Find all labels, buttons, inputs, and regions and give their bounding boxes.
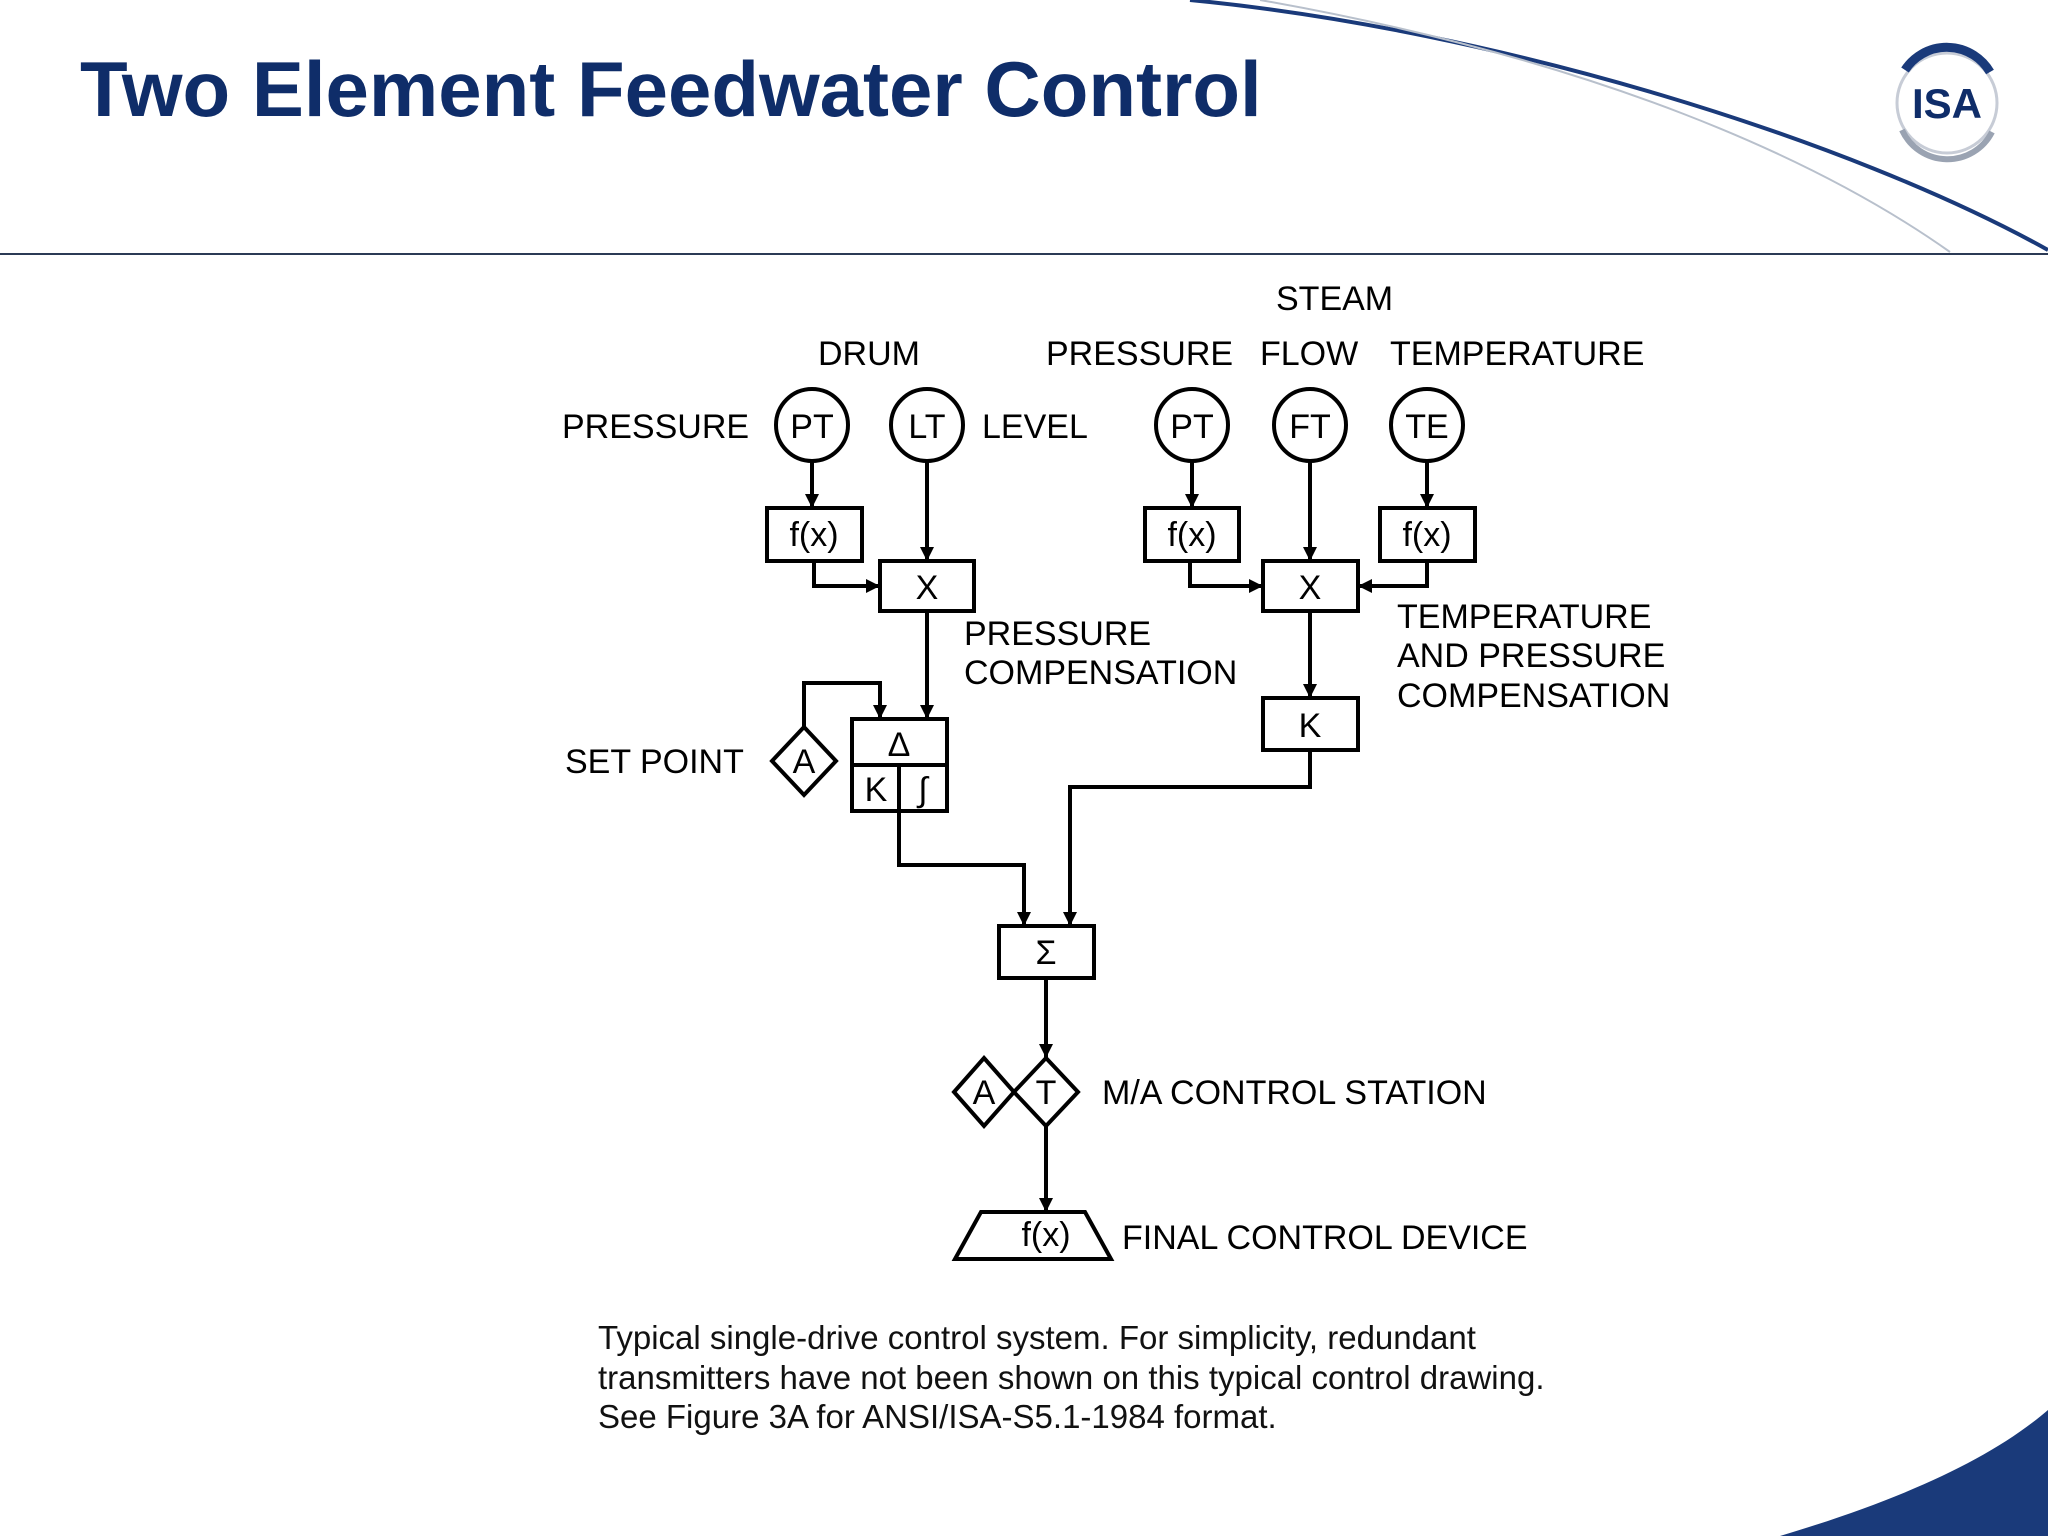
footer-swoosh	[1780, 1410, 2048, 1536]
pi-controller-block: Δ K ∫	[850, 717, 949, 813]
header-drum: DRUM	[818, 335, 920, 373]
label-drum-pressure: PRESSURE	[562, 408, 749, 446]
signal-lines	[802, 461, 1434, 1212]
setpoint-auto-station: A	[769, 724, 839, 798]
pid-delta-label: Δ	[888, 726, 911, 764]
label-temp-compensation-1: TEMPERATURE	[1397, 598, 1651, 636]
slide-caption: Typical single-drive control system. For…	[598, 1318, 1798, 1437]
drum-pressure-function-block: f(x)	[765, 506, 864, 563]
line-drum-fx-to-mult	[812, 561, 880, 593]
drum-pt-tag: PT	[790, 408, 833, 446]
caption-line-2: transmitters have not been shown on this…	[598, 1358, 1545, 1396]
ma-t-label: T	[1036, 1074, 1057, 1112]
steam-pressure-function-block: f(x)	[1143, 506, 1241, 563]
isa-logo: ISA	[1895, 42, 1999, 163]
pid-k-label: K	[865, 771, 888, 809]
label-drum-level: LEVEL	[982, 408, 1088, 446]
drum-lt-tag: LT	[908, 408, 945, 446]
ma-a-label: A	[973, 1074, 996, 1112]
steam-fx-t-label: f(x)	[1402, 516, 1451, 554]
caption-line-3: See Figure 3A for ANSI/ISA-S5.1-1984 for…	[598, 1398, 1277, 1435]
caption-line-1: Typical single-drive control system. For…	[598, 1319, 1476, 1356]
header-steam-pressure: PRESSURE	[1046, 335, 1233, 373]
summer-block: Σ	[997, 924, 1096, 980]
final-fx-label: f(x)	[1021, 1216, 1070, 1254]
steam-fx-p-label: f(x)	[1167, 516, 1216, 554]
header-steam: STEAM	[1276, 280, 1393, 318]
header-swoosh-thick	[1189, 0, 2048, 252]
slide-title: Two Element Feedwater Control	[80, 45, 1262, 133]
drum-mult-label: X	[916, 569, 939, 607]
steam-mult-label: X	[1299, 569, 1322, 607]
steam-pt-tag: PT	[1170, 408, 1213, 446]
line-steam-fxt-to-mult	[1358, 561, 1429, 593]
setpoint-a-label: A	[793, 743, 816, 781]
drum-fx-label: f(x)	[789, 516, 838, 554]
pid-integral-label: ∫	[916, 771, 929, 809]
isa-logo-text: ISA	[1912, 80, 1982, 127]
label-pressure-compensation-2: COMPENSATION	[964, 654, 1237, 692]
header-steam-temperature: TEMPERATURE	[1390, 335, 1644, 373]
steam-multiplier-block: X	[1261, 559, 1360, 613]
label-temp-compensation-2: AND PRESSURE	[1397, 637, 1665, 675]
line-pi-to-summer	[897, 811, 1031, 926]
label-set-point: SET POINT	[565, 743, 744, 781]
label-temp-compensation-3: COMPENSATION	[1397, 677, 1670, 715]
steam-gain-label: K	[1299, 707, 1322, 745]
steam-pressure-transmitter: PT	[1154, 387, 1230, 463]
label-pressure-compensation-1: PRESSURE	[964, 615, 1151, 653]
steam-ft-tag: FT	[1289, 408, 1331, 446]
line-setpoint-to-pi	[802, 681, 887, 727]
drum-pressure-transmitter: PT	[774, 387, 850, 463]
ma-control-station: A T	[951, 1054, 1081, 1130]
summer-label: Σ	[1035, 934, 1056, 972]
line-gain-to-summer	[1063, 750, 1312, 926]
steam-te-tag: TE	[1405, 408, 1448, 446]
steam-temperature-element: TE	[1389, 387, 1465, 463]
drum-level-transmitter: LT	[889, 387, 965, 463]
header-swoosh-thin	[1259, 0, 1951, 253]
final-control-device: f(x)	[951, 1210, 1115, 1261]
drum-multiplier-block: X	[878, 559, 976, 613]
label-ma-control-station: M/A CONTROL STATION	[1102, 1074, 1487, 1112]
steam-gain-block: K	[1261, 696, 1360, 752]
steam-flow-transmitter: FT	[1272, 387, 1348, 463]
label-final-control-device: FINAL CONTROL DEVICE	[1122, 1219, 1528, 1257]
header-steam-flow: FLOW	[1260, 335, 1358, 373]
steam-temperature-function-block: f(x)	[1378, 506, 1477, 563]
line-steam-fx-to-mult	[1188, 561, 1263, 593]
